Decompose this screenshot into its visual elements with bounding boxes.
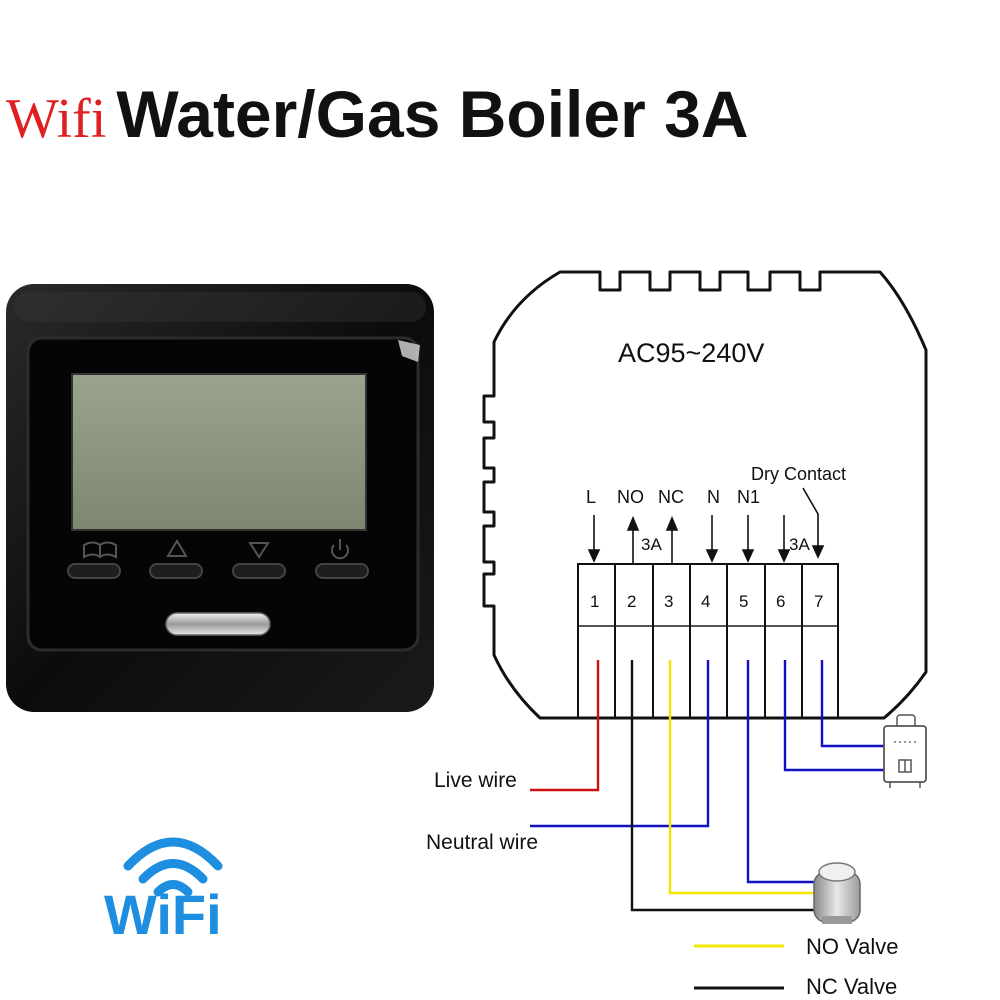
dry-contact-wire-7 xyxy=(820,660,886,748)
live-wire-label: Live wire xyxy=(434,769,517,792)
power-icon xyxy=(331,539,349,560)
terminal-number-7: 7 xyxy=(814,592,823,611)
dry-contact-label: Dry Contact xyxy=(751,464,846,484)
terminal-label-no: NO xyxy=(617,487,644,507)
down-triangle-icon xyxy=(248,542,270,559)
wifi-logo xyxy=(123,837,223,897)
terminal-number-4: 4 xyxy=(701,592,710,611)
live-wire xyxy=(530,660,600,792)
nc-valve-wire xyxy=(630,660,820,912)
no-rating-label: 3A xyxy=(641,535,662,554)
thermostat-device xyxy=(6,284,434,712)
terminal-number-5: 5 xyxy=(739,592,748,611)
dry-contact-wire-6 xyxy=(783,660,886,772)
voltage-label: AC95~240V xyxy=(618,338,764,368)
menu-button[interactable] xyxy=(67,563,121,579)
legend-nc-valve-label: NC Valve xyxy=(806,974,897,999)
neutral-wire xyxy=(530,660,710,828)
lcd-screen xyxy=(71,373,367,531)
terminal-label-n: N xyxy=(707,487,720,507)
terminal-block xyxy=(577,563,839,718)
dry-contact-rating-label: 3A xyxy=(789,535,810,554)
title-wifi-prefix: Wifi xyxy=(6,88,107,150)
wifi-logo-text: WiFi xyxy=(104,883,222,946)
legend-no-valve-label: NO Valve xyxy=(806,934,899,959)
terminal-number-3: 3 xyxy=(664,592,673,611)
boiler-icon xyxy=(883,714,927,788)
book-icon xyxy=(83,541,117,559)
terminal-number-6: 6 xyxy=(776,592,785,611)
terminal-label-n1: N1 xyxy=(737,487,760,507)
terminal-number-1: 1 xyxy=(590,592,599,611)
terminal-number-2: 2 xyxy=(627,592,636,611)
neutral-wire-label: Neutral wire xyxy=(426,831,538,854)
chrome-handle xyxy=(165,612,271,636)
up-button[interactable] xyxy=(149,563,203,579)
wifi-icon xyxy=(123,837,223,871)
no-valve-wire xyxy=(668,660,820,895)
title-main: Water/Gas Boiler 3A xyxy=(116,77,749,151)
n1-wire xyxy=(746,660,820,884)
module-housing xyxy=(482,270,928,720)
terminal-label-l: L xyxy=(586,487,596,507)
power-button[interactable] xyxy=(315,563,369,579)
valve-actuator-icon xyxy=(813,862,861,924)
terminal-arrows xyxy=(587,487,825,566)
up-triangle-icon xyxy=(166,539,188,557)
down-button[interactable] xyxy=(232,563,286,579)
terminal-label-nc: NC xyxy=(658,487,684,507)
